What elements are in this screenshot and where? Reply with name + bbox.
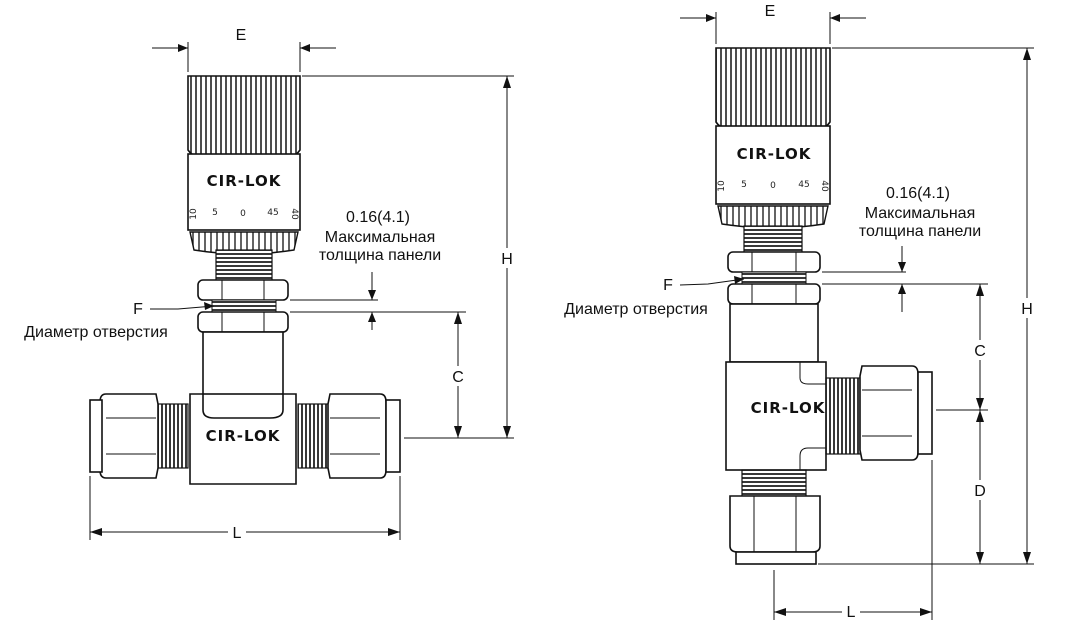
right-panel-line1: Максимальная [865, 205, 976, 222]
left-dim-c-label: C [452, 369, 464, 386]
right-panel-nut-upper [727, 251, 821, 273]
right-dim-l: L [773, 460, 933, 621]
left-right-tube-stub [385, 399, 401, 473]
left-dial-num-5: 40 [289, 208, 299, 220]
right-hole-label: Диаметр отверстия [564, 301, 708, 318]
right-dim-f: F Диаметр отверстия [564, 276, 745, 318]
left-tee-body [189, 393, 297, 485]
left-dim-f: F Диаметр отверстия [24, 301, 215, 341]
right-dim-l-label: L [847, 604, 856, 621]
right-dim-d: D [971, 410, 989, 564]
left-right-nut [327, 393, 387, 479]
right-dim-h: H [818, 47, 1035, 565]
right-dim-c: C [822, 283, 989, 411]
left-hole-label: Диаметр отверстия [24, 324, 168, 341]
right-side-ferrule-thread [825, 377, 861, 455]
right-bottom-nut [729, 495, 821, 553]
right-dim-c-label: C [974, 343, 986, 360]
left-right-ferrule-thread [297, 403, 331, 469]
left-knob-dial-body [187, 153, 301, 231]
right-dial-num-1: 10 [717, 180, 727, 192]
left-dial-num-1: 10 [189, 208, 199, 220]
left-left-tube-stub [89, 399, 103, 473]
right-panel-line2: толщина панели [859, 223, 981, 240]
right-dial-num-3: 0 [770, 181, 776, 191]
right-dim-h-label: H [1021, 301, 1033, 318]
right-panel-gap-thread [741, 271, 807, 285]
left-panel-value: 0.16(4.1) [346, 209, 410, 226]
right-dial-scale [717, 205, 829, 229]
right-neck [729, 303, 819, 363]
left-left-nut [99, 393, 159, 479]
right-knob-dial-body [715, 125, 831, 205]
right-dim-f-label: F [663, 277, 673, 294]
right-panel-nut-lower [727, 283, 821, 305]
left-dim-l: L [89, 476, 401, 542]
right-dim-e-label: E [765, 3, 776, 20]
left-dim-e-label: E [236, 27, 247, 44]
left-dial-num-2: 5 [212, 208, 218, 218]
right-side-nut [859, 365, 919, 461]
left-body-brand: CIR-LOK [206, 427, 281, 445]
left-dim-h: H [302, 75, 515, 439]
right-valve-body [725, 361, 827, 471]
left-panel-line2: толщина панели [319, 247, 441, 264]
left-dim-l-label: L [233, 525, 242, 542]
left-knob-brand: CIR-LOK [207, 172, 282, 190]
left-dial-num-4: 45 [267, 208, 278, 218]
right-dial-num-2: 5 [741, 180, 747, 190]
left-dial-numbers: 10 5 0 45 40 [189, 208, 299, 220]
left-dim-e: E [152, 27, 336, 72]
right-dim-panel: 0.16(4.1) Максимальная толщина панели [822, 185, 981, 312]
right-stem-thread [743, 225, 803, 253]
right-side-tube-stub [917, 371, 933, 455]
left-stem-thread [215, 249, 273, 281]
left-valve-view: CIR-LOK 10 5 0 45 40 CIR-LOK [24, 27, 515, 542]
left-panel-line1: Максимальная [325, 229, 436, 246]
left-left-ferrule-thread [155, 403, 189, 469]
left-dim-c: C [290, 311, 467, 438]
right-valve-view: CIR-LOK 10 5 0 45 40 CIR-LOK [564, 3, 1035, 621]
left-dim-h-label: H [501, 251, 513, 268]
left-panel-nut-lower [197, 311, 289, 333]
left-dim-panel: 0.16(4.1) Максимальная толщина панели [290, 209, 441, 330]
left-knob-grip [187, 75, 301, 157]
left-dim-f-label: F [133, 301, 143, 318]
left-panel-gap-thread [211, 299, 277, 313]
right-body-brand: CIR-LOK [751, 399, 826, 417]
right-knob-brand: CIR-LOK [737, 145, 812, 163]
right-dial-num-4: 45 [798, 180, 809, 190]
right-panel-value: 0.16(4.1) [886, 185, 950, 202]
right-dial-numbers: 10 5 0 45 40 [717, 180, 829, 192]
right-dim-d-label: D [974, 483, 986, 500]
right-dial-num-5: 40 [819, 180, 829, 192]
left-panel-nut-upper [197, 279, 289, 301]
right-bottom-ferrule-thread [741, 469, 807, 497]
left-neck [202, 331, 284, 395]
right-knob-grip [715, 47, 831, 129]
right-bottom-tube-stub [735, 551, 817, 565]
right-dim-e: E [680, 3, 866, 44]
left-dial-num-3: 0 [240, 209, 246, 219]
